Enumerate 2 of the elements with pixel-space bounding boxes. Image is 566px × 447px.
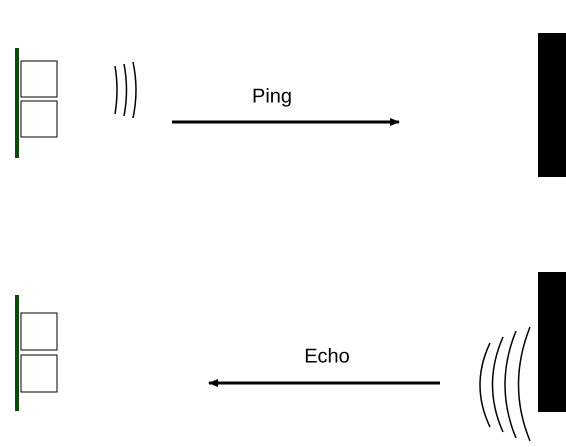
signal-label: Ping: [252, 86, 292, 108]
signal-label: Echo: [304, 346, 350, 368]
